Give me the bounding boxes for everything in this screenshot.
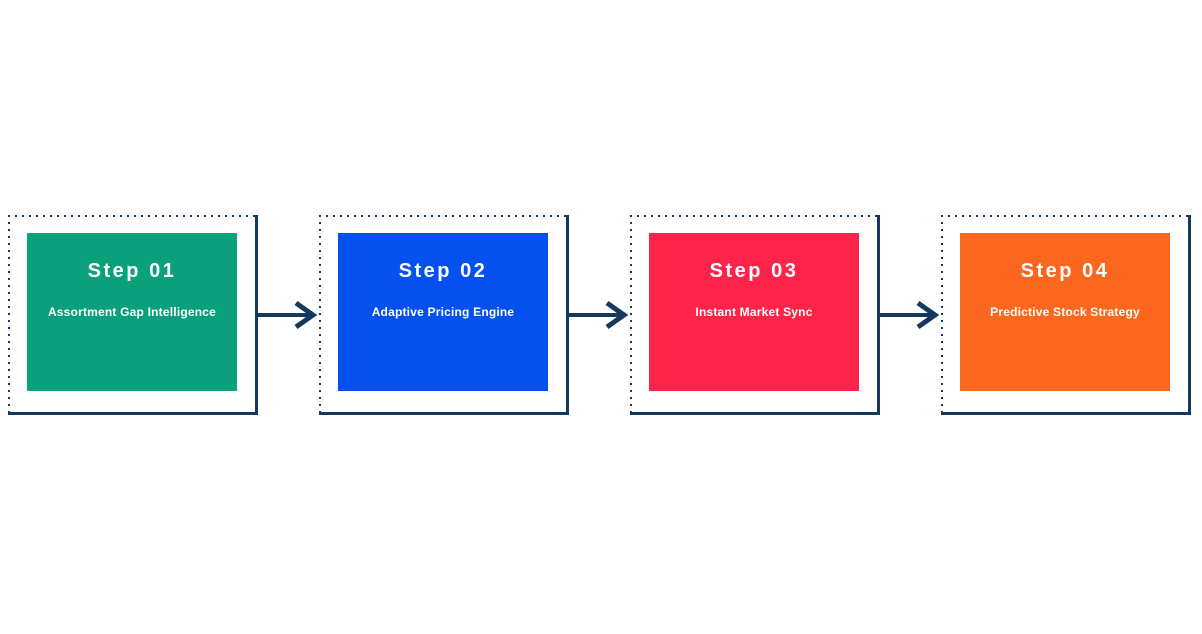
step-frame-3: Step 03 Instant Market Sync: [630, 215, 880, 415]
step-number-label: Step 01: [87, 260, 177, 282]
step-number-label: Step 02: [398, 260, 488, 282]
arrow-right-icon: [258, 300, 318, 330]
arrow-right-icon: [569, 300, 629, 330]
step-frame-2: Step 02 Adaptive Pricing Engine: [319, 215, 569, 415]
step-card-3: Step 03 Instant Market Sync: [649, 233, 859, 391]
step-title: Assortment Gap Intelligence: [47, 305, 217, 319]
step-number-label: Step 04: [1020, 260, 1110, 282]
step-frame-4: Step 04 Predictive Stock Strategy: [941, 215, 1191, 415]
step-number-label: Step 03: [709, 260, 799, 282]
step-frame-1: Step 01 Assortment Gap Intelligence: [8, 215, 258, 415]
step-card-4: Step 04 Predictive Stock Strategy: [960, 233, 1170, 391]
step-title: Adaptive Pricing Engine: [371, 305, 515, 319]
step-title: Predictive Stock Strategy: [990, 305, 1140, 319]
step-title: Instant Market Sync: [695, 305, 813, 319]
step-card-2: Step 02 Adaptive Pricing Engine: [338, 233, 548, 391]
arrow-right-icon: [880, 300, 940, 330]
step-card-1: Step 01 Assortment Gap Intelligence: [27, 233, 237, 391]
